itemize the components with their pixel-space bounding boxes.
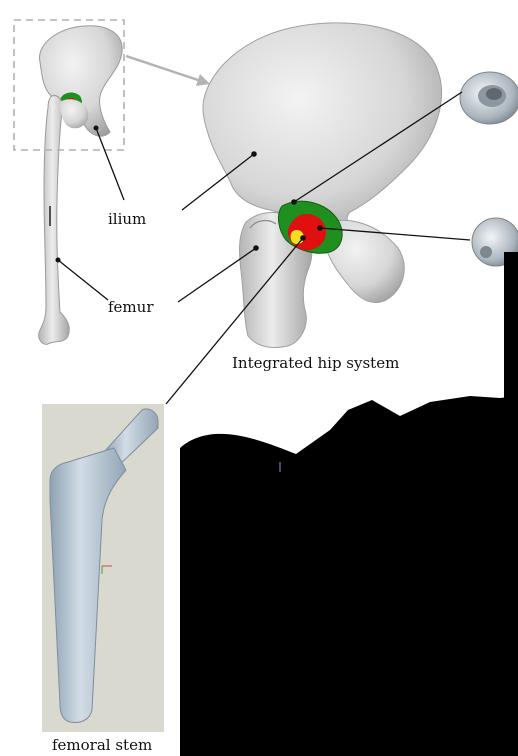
black-edge-strip — [504, 252, 518, 402]
overview-femur — [39, 96, 70, 345]
overview-figure — [39, 26, 122, 345]
label-integrated-hip-system: Integrated hip system — [232, 356, 399, 371]
acetabular-shell-component — [460, 72, 518, 124]
black-redacted-region — [180, 396, 518, 756]
zoom-callout-arrow — [126, 56, 210, 86]
leader-ilium-small — [96, 128, 124, 200]
label-femur: femur — [108, 300, 153, 315]
label-ilium: ilium — [108, 212, 146, 227]
femoral-stem-panel — [42, 404, 164, 732]
integrated-hip-figure — [203, 23, 442, 348]
leader-femur-small — [58, 260, 108, 300]
label-femoral-stem: femoral stem — [52, 738, 152, 753]
